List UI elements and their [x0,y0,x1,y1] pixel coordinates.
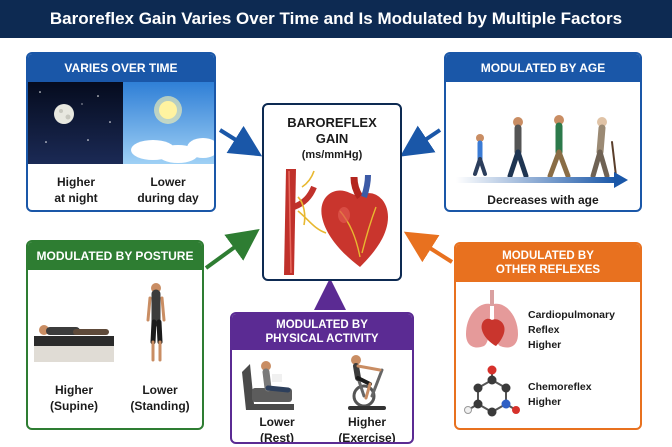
panel-posture-title: MODULATED BY POSTURE [28,242,202,270]
label-chemoreflex-line1: Chemoreflex [528,381,592,393]
artery-icon [284,169,317,275]
label-cardiopulmonary: Cardiopulmonary Reflex Higher [528,308,640,353]
label-chemoreflex-line2: Higher [528,396,562,408]
panel-reflexes-title: MODULATED BY OTHER REFLEXES [456,244,640,282]
adult-figure-icon [547,115,571,179]
posture-illustration [34,283,166,362]
panel-activity: MODULATED BY PHYSICAL ACTIVITY Lower (Re… [230,312,414,444]
arrow-age [400,125,442,157]
page-header: Baroreflex Gain Varies Over Time and Is … [0,0,672,38]
night-day-illustration [28,82,214,164]
label-night-line1: Higher [56,175,95,189]
decrease-arrow [456,172,628,188]
nerve-icon [297,170,327,234]
label-cardiopulmonary-line2: Higher [528,339,562,351]
center-title-line1: BAROREFLEX [287,115,377,130]
panel-activity-title-line2: PHYSICAL ACTIVITY [265,333,379,345]
panel-posture: MODULATED BY POSTURE Higher (Supine) Low… [26,240,204,430]
label-exercise-line1: Higher [347,415,386,429]
label-night: Higher at night [30,174,122,206]
label-night-line2: at night [54,191,98,205]
resting-person-icon [242,361,294,410]
heart-icon [321,174,388,267]
cloud-icon [131,138,214,163]
label-rest-line2: (Rest) [259,431,294,444]
label-supine-line1: Higher [54,383,93,397]
activity-illustration [242,355,386,410]
panel-time: VARIES OVER TIME Higher at night Lower d… [26,52,216,212]
arrow-posture [204,228,260,270]
panel-reflexes: MODULATED BY OTHER REFLEXES Cardiopulmon… [454,242,642,430]
label-exercise: Higher (Exercise) [322,414,412,444]
label-standing-line2: (Standing) [130,399,190,413]
label-standing: Lower (Standing) [118,382,202,414]
moon-icon [54,104,74,124]
molecule-icon [464,365,520,417]
sun-icon [154,96,182,124]
label-standing-line1: Lower [142,383,178,397]
label-rest-line1: Lower [259,415,295,429]
panel-baroreflex-gain: BAROREFLEX GAIN (ms/mmHg) [262,103,402,281]
panel-age-title: MODULATED BY AGE [446,54,640,82]
panel-reflexes-title-line1: MODULATED BY [502,250,594,262]
arrow-time [218,125,263,157]
label-rest: Lower (Rest) [232,414,322,444]
panel-time-title: VARIES OVER TIME [28,54,214,82]
label-day-line1: Lower [150,175,186,189]
child-figure-icon [473,134,487,176]
label-day-line2: during day [137,191,199,205]
young-adult-figure-icon [507,117,529,179]
panel-activity-title: MODULATED BY PHYSICAL ACTIVITY [232,314,412,350]
label-exercise-line2: (Exercise) [338,431,396,444]
panel-activity-title-line1: MODULATED BY [276,319,368,331]
arrow-reflexes [403,231,454,264]
elderly-figure-icon [590,117,617,179]
label-age-caption: Decreases with age [487,193,599,207]
standing-person-icon [146,283,166,362]
aging-people-illustration [473,115,617,179]
panel-age: MODULATED BY AGE Decreases with age [444,52,642,212]
page-title: Baroreflex Gain Varies Over Time and Is … [49,9,623,28]
label-chemoreflex: Chemoreflex Higher [528,380,640,410]
exercise-bike-icon [348,355,386,410]
label-cardiopulmonary-line1: Cardiopulmonary Reflex [528,309,615,336]
panel-reflexes-title-line2: OTHER REFLEXES [495,264,601,276]
label-day: Lower during day [122,174,214,206]
center-title-line2: GAIN [315,131,349,146]
heart-artery-illustration [284,169,388,275]
label-supine: Higher (Supine) [32,382,116,414]
label-supine-line2: (Supine) [50,399,98,413]
center-unit: (ms/mmHg) [301,149,363,161]
supine-person-icon [34,325,114,362]
lungs-heart-icon [466,290,518,348]
